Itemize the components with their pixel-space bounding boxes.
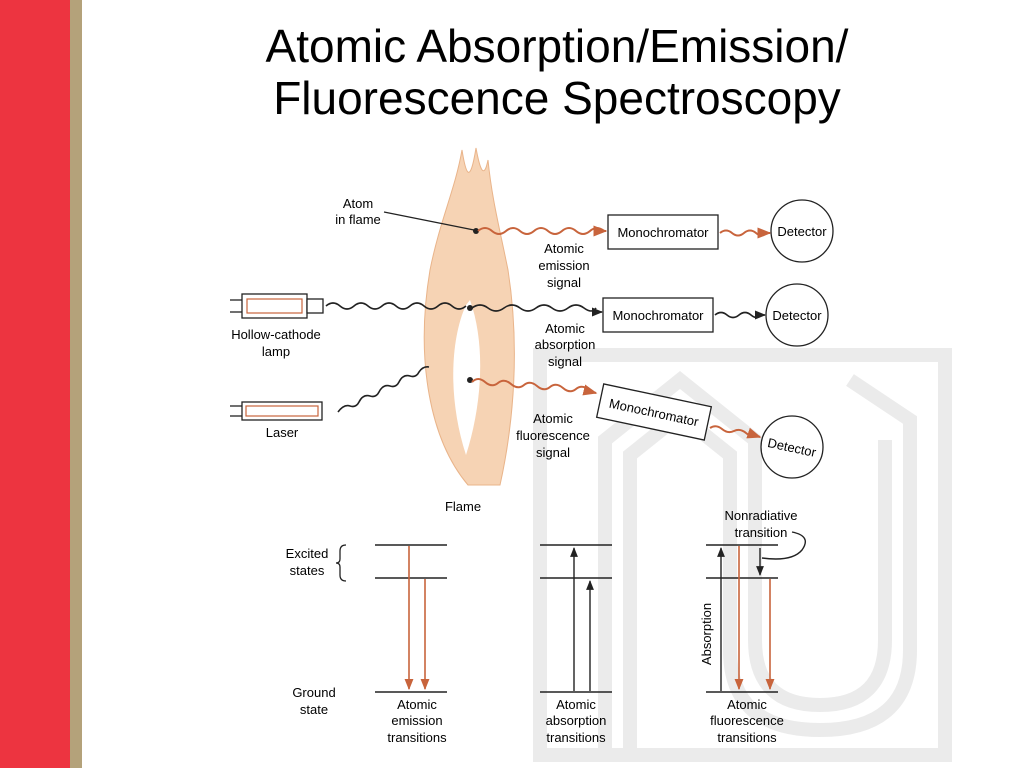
absorption-axis-label: Absorption (699, 603, 714, 665)
detector-circle-1 (770, 199, 834, 263)
fluorescence-transitions-diagram: Nonradiative transition Absorption Atomi… (699, 508, 806, 745)
emission-caption-2: emission (391, 713, 442, 728)
fluorescence-signal-wave (471, 378, 590, 393)
emission-caption-3: transitions (387, 730, 447, 745)
hollow-cathode-lamp-inner (246, 298, 303, 314)
emission-signal-wave (477, 227, 605, 235)
detector-circle-3 (760, 415, 824, 479)
ground-state-label-2: state (300, 702, 328, 717)
fluorescence-caption-2: fluorescence (710, 713, 784, 728)
emission-signal-label-2: emission (538, 258, 589, 273)
fluorescence-wave-arrow (582, 384, 598, 396)
title-line-1: Atomic Absorption/Emission/ (265, 20, 849, 72)
absorption-signal-label-1: Atomic (545, 321, 585, 336)
emission-caption-1: Atomic (397, 697, 437, 712)
monochromator-box-3 (595, 383, 713, 441)
fluorescence-caption-1: Atomic (727, 697, 767, 712)
atom-pointer-line (383, 211, 475, 231)
laser-label: Laser (266, 425, 299, 440)
absorption-signal-label-2: absorption (535, 337, 596, 352)
atom-dot-emission (473, 228, 479, 234)
laser-inner (245, 405, 319, 417)
flame-label: Flame (445, 499, 481, 514)
watermark-logo (533, 348, 952, 762)
atom-label-line-2: in flame (335, 212, 381, 227)
absorption-signal-label-3: signal (548, 354, 582, 369)
monochromator-label-2: Monochromator (612, 308, 704, 323)
fluorescence-signal-label-2: fluorescence (516, 428, 590, 443)
monochromator-box-1 (607, 214, 719, 250)
detector-label-2: Detector (772, 308, 822, 323)
nonradiative-label-2: transition (735, 525, 788, 540)
monochromator-label-1: Monochromator (617, 225, 709, 240)
hollow-cathode-label-2: lamp (262, 344, 290, 359)
absorption-caption-2: absorption (546, 713, 607, 728)
ground-state-label-1: Ground (292, 685, 335, 700)
detector-circle-2 (765, 283, 829, 347)
slide-title: Atomic Absorption/Emission/ Fluorescence… (90, 20, 1024, 124)
nonradiative-curve (761, 531, 806, 560)
emission-signal-label-1: Atomic (544, 241, 584, 256)
fluorescence-signal-label-1: Atomic (533, 411, 573, 426)
detector-label-1: Detector (777, 224, 827, 239)
absorption-caption-3: transitions (546, 730, 606, 745)
title-line-2: Fluorescence Spectroscopy (273, 72, 841, 124)
absorption-caption-1: Atomic (556, 697, 596, 712)
laser-to-atom-wave (337, 366, 430, 413)
monochromator-box-2 (602, 297, 714, 333)
mono2-to-detector-wave (714, 311, 762, 319)
slide-tan-bar (70, 0, 82, 768)
absorption-output-wave (471, 304, 597, 312)
hollow-cathode-label-1: Hollow-cathode (231, 327, 321, 342)
absorption-transitions-diagram: Atomic absorption transitions (540, 544, 612, 745)
excited-states-label-1: Excited (286, 546, 329, 561)
nonradiative-label-1: Nonradiative (725, 508, 798, 523)
mono1-to-detector-wave (719, 229, 767, 237)
absorption-input-wave (325, 302, 467, 310)
excited-states-brace (335, 544, 347, 582)
mono3-detector-arrow (746, 427, 762, 439)
emission-signal-label-3: signal (547, 275, 581, 290)
atom-label-line-1: Atom (343, 196, 373, 211)
fluorescence-signal-label-3: signal (536, 445, 570, 460)
laser-body (241, 401, 323, 421)
emission-transitions-diagram: Atomic emission transitions (375, 544, 447, 745)
atom-dot-absorption (467, 305, 473, 311)
slide-red-bar (0, 0, 70, 768)
fluorescence-caption-3: transitions (717, 730, 777, 745)
excited-states-label-2: states (290, 563, 325, 578)
hollow-cathode-lamp-cap (306, 298, 324, 314)
flame-inner-cavity (453, 300, 481, 455)
hollow-cathode-lamp-body (241, 293, 308, 319)
